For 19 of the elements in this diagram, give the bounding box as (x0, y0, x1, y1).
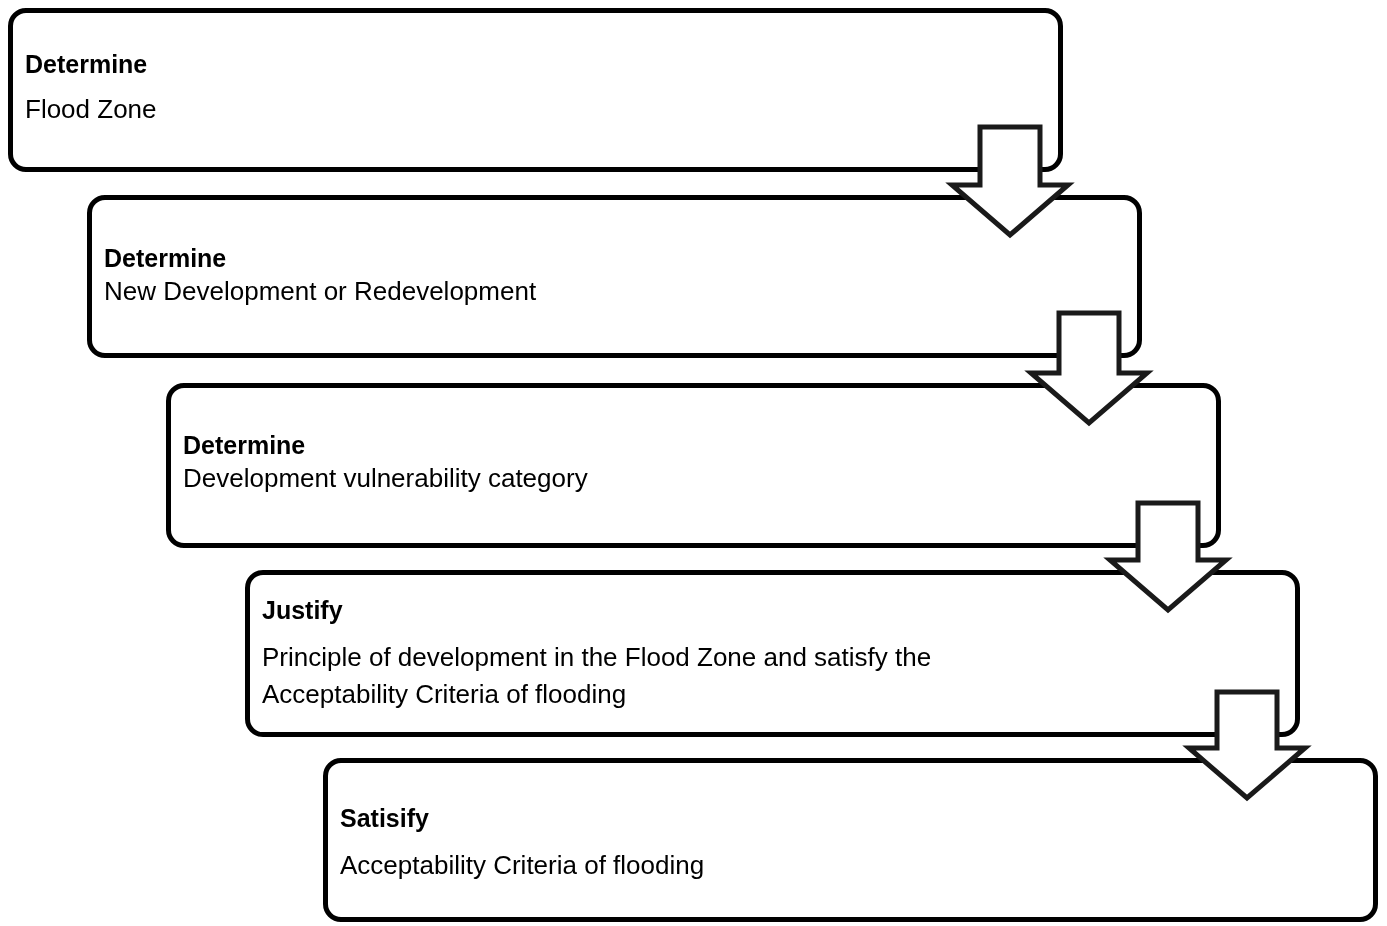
block-arrow (1103, 500, 1233, 614)
step-heading: Determine (183, 430, 306, 460)
step-text: Principle of development in the Flood Zone and satisfy the Acceptability Criteria of flooding (262, 641, 933, 711)
block-arrow (1024, 310, 1154, 427)
step-heading: Determine (25, 49, 148, 79)
process-box (87, 195, 1142, 358)
block-arrow (1182, 689, 1312, 802)
step-text: Development vulnerability category (183, 462, 589, 495)
step-text: New Development or Redevelopment (104, 275, 538, 308)
step-heading: Satisify (340, 803, 429, 833)
step-text: Acceptability Criteria of flooding (340, 849, 706, 882)
step-heading: Determine (104, 243, 227, 273)
step-heading: Justify (262, 595, 343, 625)
block-arrow (945, 124, 1075, 239)
process-box (245, 570, 1300, 737)
step-text: Flood Zone (25, 93, 158, 126)
process-box (8, 8, 1063, 172)
process-box (323, 758, 1378, 922)
process-box (166, 383, 1221, 548)
